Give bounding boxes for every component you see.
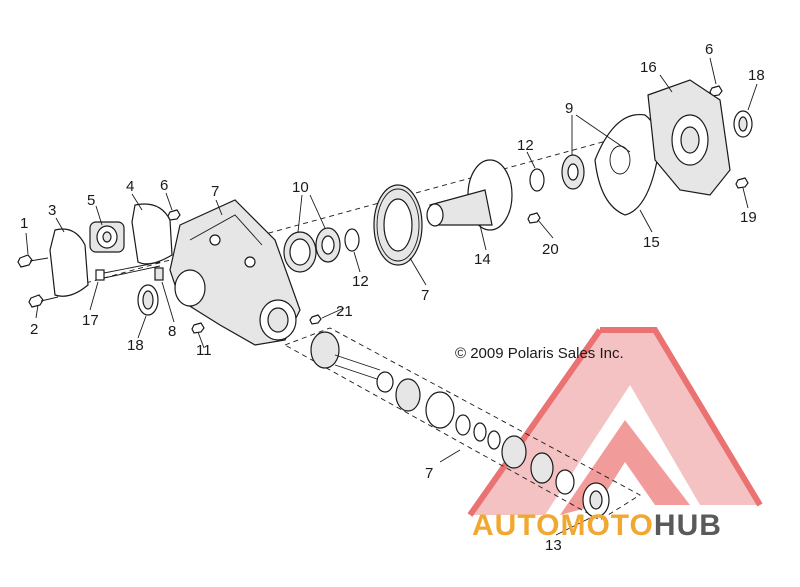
pinion-nut bbox=[555, 469, 575, 495]
callout-13: 13 bbox=[545, 537, 562, 554]
callout-8: 8 bbox=[168, 323, 176, 340]
part-19-bolt bbox=[735, 177, 749, 189]
callout-18-left: 18 bbox=[127, 337, 144, 354]
part-5-mount bbox=[89, 221, 125, 253]
part-pinion-gear bbox=[310, 331, 381, 381]
callout-7-housing: 7 bbox=[211, 183, 219, 200]
part-12-shim-right bbox=[529, 168, 545, 192]
part-8-plug bbox=[154, 267, 164, 281]
pinion-shim-2 bbox=[473, 422, 487, 442]
callout-12-right: 12 bbox=[517, 137, 534, 154]
part-16-cover bbox=[647, 79, 731, 196]
callout-7-ring-gear: 7 bbox=[421, 287, 429, 304]
callout-11: 11 bbox=[196, 342, 212, 359]
part-7-ring-gear bbox=[373, 184, 423, 266]
part-17-stud bbox=[95, 261, 161, 281]
pinion-shim-3 bbox=[487, 430, 501, 450]
pinion-race-2 bbox=[501, 435, 527, 469]
callout-6-left: 6 bbox=[160, 177, 168, 194]
part-2-bolt bbox=[28, 294, 59, 308]
leader-lines bbox=[25, 57, 758, 536]
part-10-bearing bbox=[283, 227, 341, 273]
callout-19: 19 bbox=[740, 209, 757, 226]
part-15-gasket-hole bbox=[609, 145, 631, 175]
pinion-assembly-dashed-outline bbox=[283, 327, 641, 521]
pinion-shim-1 bbox=[455, 414, 471, 436]
callout-12-left: 12 bbox=[352, 273, 369, 290]
callout-labels: 1 2 3 4 5 6 6 7 7 7 8 9 10 11 12 12 13 1… bbox=[20, 41, 765, 554]
callout-4: 4 bbox=[126, 178, 134, 195]
pinion-spacer bbox=[376, 371, 394, 393]
watermark-brand-auto: AUTO bbox=[472, 509, 560, 542]
callout-17: 17 bbox=[82, 312, 99, 329]
pinion-race bbox=[425, 391, 455, 429]
callout-18-right: 18 bbox=[748, 67, 765, 84]
callout-5: 5 bbox=[87, 192, 95, 209]
part-21-bolt bbox=[309, 314, 322, 325]
copyright-notice: © 2009 Polaris Sales Inc. bbox=[455, 345, 624, 362]
watermark-brand-text: AUTOMOTOHUB bbox=[472, 509, 722, 542]
callout-15: 15 bbox=[643, 234, 660, 251]
pinion-bearing bbox=[395, 378, 421, 412]
part-6-bolt-left bbox=[167, 209, 181, 221]
part-12-shim-left bbox=[344, 228, 360, 252]
part-6-bolt-right bbox=[709, 85, 723, 97]
callout-3: 3 bbox=[48, 202, 56, 219]
part-15-gasket bbox=[594, 113, 659, 216]
callout-9: 9 bbox=[565, 100, 573, 117]
part-4-bracket bbox=[131, 203, 173, 265]
part-20-bolt bbox=[527, 212, 541, 224]
part-18-seal-right bbox=[733, 110, 753, 138]
part-13-seal bbox=[582, 482, 610, 518]
part-14-carrier bbox=[426, 159, 513, 231]
callout-14: 14 bbox=[474, 251, 491, 268]
callout-21: 21 bbox=[336, 303, 353, 320]
part-1-bolt bbox=[17, 254, 49, 268]
callout-2: 2 bbox=[30, 321, 38, 338]
part-3-bracket bbox=[49, 228, 89, 297]
callout-20: 20 bbox=[542, 241, 559, 258]
part-11-bolt bbox=[191, 322, 205, 334]
watermark-brand-moto: MOTO bbox=[560, 509, 653, 542]
callout-6-right: 6 bbox=[705, 41, 713, 58]
callout-16: 16 bbox=[640, 59, 657, 76]
callout-10: 10 bbox=[292, 179, 309, 196]
part-18-seal-left bbox=[137, 284, 159, 316]
part-9-bearing bbox=[561, 154, 585, 190]
part-7-housing bbox=[169, 199, 301, 346]
pinion-bearing-2 bbox=[530, 452, 554, 484]
callout-1: 1 bbox=[20, 215, 28, 232]
watermark-brand-hub: HUB bbox=[654, 509, 722, 542]
callout-7-pinion: 7 bbox=[425, 465, 433, 482]
